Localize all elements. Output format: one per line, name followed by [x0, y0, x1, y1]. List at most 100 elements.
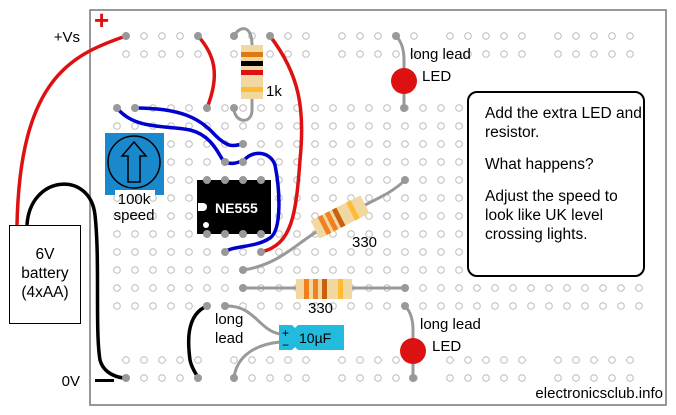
breadboard-hole[interactable] [329, 176, 337, 184]
breadboard-hole[interactable] [401, 194, 409, 202]
breadboard-hole[interactable] [581, 284, 589, 292]
breadboard-hole[interactable] [185, 212, 193, 220]
breadboard-hole[interactable] [554, 356, 562, 364]
breadboard-hole[interactable] [437, 248, 445, 256]
breadboard-hole[interactable] [167, 212, 175, 220]
breadboard-hole[interactable] [185, 104, 193, 112]
breadboard-hole[interactable] [446, 32, 454, 40]
breadboard-hole[interactable] [590, 50, 598, 58]
breadboard-hole[interactable] [257, 104, 265, 112]
breadboard-hole[interactable] [203, 284, 211, 292]
breadboard-hole[interactable] [455, 104, 463, 112]
breadboard-hole[interactable] [383, 104, 391, 112]
breadboard-hole[interactable] [275, 302, 283, 310]
breadboard-hole[interactable] [176, 356, 184, 364]
breadboard-hole[interactable] [311, 140, 319, 148]
breadboard-hole[interactable] [239, 104, 247, 112]
breadboard-hole[interactable] [167, 158, 175, 166]
breadboard-hole[interactable] [293, 266, 301, 274]
breadboard-hole[interactable] [446, 50, 454, 58]
breadboard-hole[interactable] [482, 32, 490, 40]
breadboard-hole[interactable] [131, 266, 139, 274]
breadboard-hole[interactable] [185, 248, 193, 256]
breadboard-hole[interactable] [365, 230, 373, 238]
breadboard-hole[interactable] [419, 176, 427, 184]
breadboard-hole[interactable] [347, 122, 355, 130]
breadboard-hole[interactable] [239, 248, 247, 256]
breadboard-hole[interactable] [266, 50, 274, 58]
breadboard-hole[interactable] [509, 284, 517, 292]
breadboard-hole[interactable] [122, 356, 130, 364]
breadboard-hole[interactable] [419, 104, 427, 112]
breadboard-hole[interactable] [221, 284, 229, 292]
breadboard-hole[interactable] [167, 176, 175, 184]
breadboard-hole[interactable] [401, 248, 409, 256]
breadboard-hole[interactable] [140, 32, 148, 40]
breadboard-hole[interactable] [626, 32, 634, 40]
breadboard-hole[interactable] [608, 374, 616, 382]
breadboard-hole[interactable] [590, 32, 598, 40]
breadboard-hole[interactable] [311, 158, 319, 166]
breadboard-hole[interactable] [392, 356, 400, 364]
breadboard-hole[interactable] [554, 32, 562, 40]
breadboard-hole[interactable] [122, 50, 130, 58]
breadboard-hole[interactable] [113, 122, 121, 130]
breadboard-hole[interactable] [203, 158, 211, 166]
breadboard-hole[interactable] [626, 374, 634, 382]
blue-wire-1[interactable] [115, 106, 244, 166]
breadboard-hole[interactable] [329, 158, 337, 166]
breadboard-hole[interactable] [572, 50, 580, 58]
battery-positive-wire[interactable] [15, 34, 127, 226]
breadboard-hole[interactable] [419, 266, 427, 274]
breadboard-hole[interactable] [131, 302, 139, 310]
breadboard-hole[interactable] [338, 32, 346, 40]
breadboard-hole[interactable] [203, 248, 211, 256]
breadboard-hole[interactable] [311, 266, 319, 274]
red-wire-rail-to-pin[interactable] [196, 34, 217, 109]
breadboard-hole[interactable] [383, 176, 391, 184]
breadboard-hole[interactable] [590, 374, 598, 382]
breadboard-hole[interactable] [185, 158, 193, 166]
breadboard-hole[interactable] [158, 374, 166, 382]
breadboard-hole[interactable] [230, 356, 238, 364]
breadboard-hole[interactable] [401, 158, 409, 166]
breadboard-hole[interactable] [437, 140, 445, 148]
breadboard-hole[interactable] [617, 284, 625, 292]
breadboard-hole[interactable] [311, 122, 319, 130]
breadboard-hole[interactable] [329, 248, 337, 256]
breadboard-hole[interactable] [356, 356, 364, 364]
breadboard-hole[interactable] [365, 266, 373, 274]
breadboard-hole[interactable] [383, 158, 391, 166]
breadboard-hole[interactable] [383, 230, 391, 238]
breadboard-hole[interactable] [455, 122, 463, 130]
breadboard-hole[interactable] [437, 176, 445, 184]
breadboard-hole[interactable] [374, 50, 382, 58]
breadboard-hole[interactable] [149, 302, 157, 310]
breadboard-hole[interactable] [572, 32, 580, 40]
breadboard-hole[interactable] [185, 230, 193, 238]
breadboard-hole[interactable] [194, 50, 202, 58]
breadboard-hole[interactable] [329, 122, 337, 130]
breadboard-hole[interactable] [635, 284, 643, 292]
breadboard-hole[interactable] [518, 374, 526, 382]
breadboard-hole[interactable] [437, 266, 445, 274]
breadboard-hole[interactable] [455, 194, 463, 202]
breadboard-hole[interactable] [167, 248, 175, 256]
resistor-330-horizontal[interactable] [296, 279, 352, 299]
breadboard-hole[interactable] [185, 194, 193, 202]
breadboard-hole[interactable] [455, 230, 463, 238]
breadboard-hole[interactable] [527, 284, 535, 292]
battery-negative-wire[interactable] [25, 182, 127, 380]
breadboard-hole[interactable] [590, 356, 598, 364]
breadboard-hole[interactable] [419, 158, 427, 166]
breadboard-hole[interactable] [392, 374, 400, 382]
breadboard-hole[interactable] [608, 50, 616, 58]
breadboard-hole[interactable] [491, 302, 499, 310]
breadboard-hole[interactable] [347, 266, 355, 274]
breadboard-hole[interactable] [500, 356, 508, 364]
breadboard-hole[interactable] [140, 356, 148, 364]
breadboard-hole[interactable] [626, 356, 634, 364]
breadboard-hole[interactable] [401, 140, 409, 148]
breadboard-hole[interactable] [455, 212, 463, 220]
breadboard-hole[interactable] [545, 302, 553, 310]
